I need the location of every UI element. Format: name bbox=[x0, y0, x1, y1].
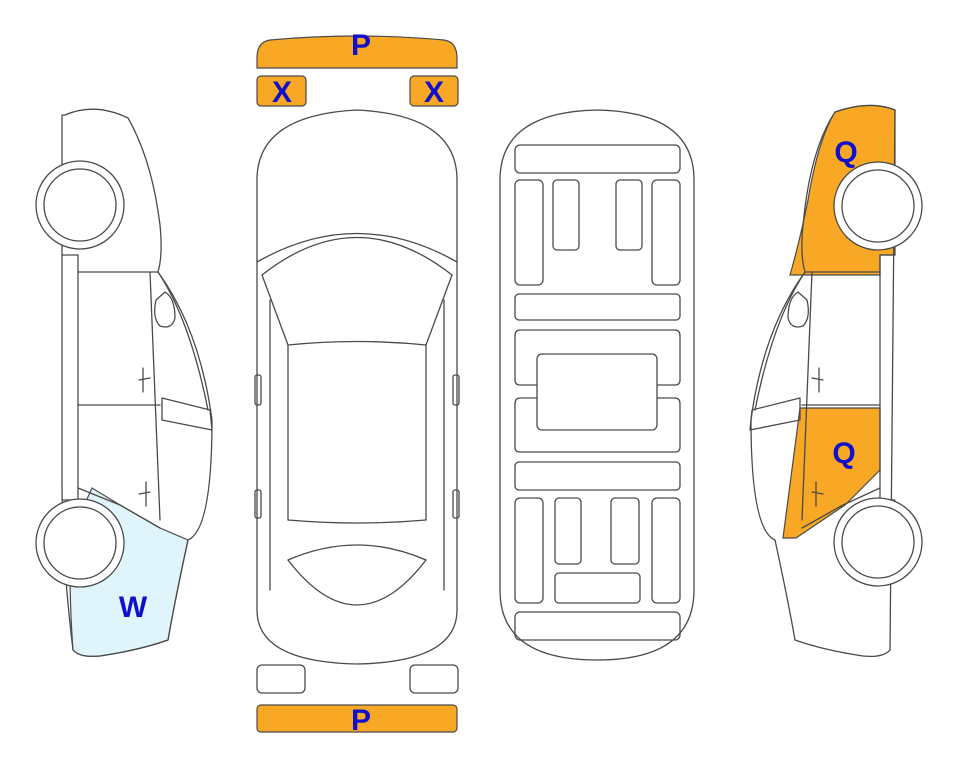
left-headlight-panel[interactable] bbox=[256, 75, 307, 107]
underside-outline bbox=[499, 109, 695, 661]
underside-view bbox=[499, 109, 695, 661]
label-right-front-fender: Q bbox=[834, 136, 857, 169]
left-side-view: W bbox=[35, 108, 213, 658]
label-right-front-door: Q bbox=[832, 437, 855, 470]
right-side-view: Q Q bbox=[749, 104, 923, 658]
label-left-headlight: X bbox=[272, 76, 292, 109]
label-right-headlight: X bbox=[424, 76, 444, 109]
label-front-bumper: P bbox=[351, 29, 371, 62]
rear-bumper-panel[interactable] bbox=[256, 704, 458, 733]
label-rear-bumper: P bbox=[351, 704, 371, 737]
top-body-outline bbox=[256, 109, 458, 665]
left-body-outline bbox=[61, 108, 213, 658]
label-left-rear-quarter: W bbox=[119, 591, 148, 624]
front-bumper-panel[interactable] bbox=[256, 35, 458, 69]
top-view: P X X P bbox=[254, 29, 460, 737]
right-headlight-panel[interactable] bbox=[409, 75, 459, 107]
